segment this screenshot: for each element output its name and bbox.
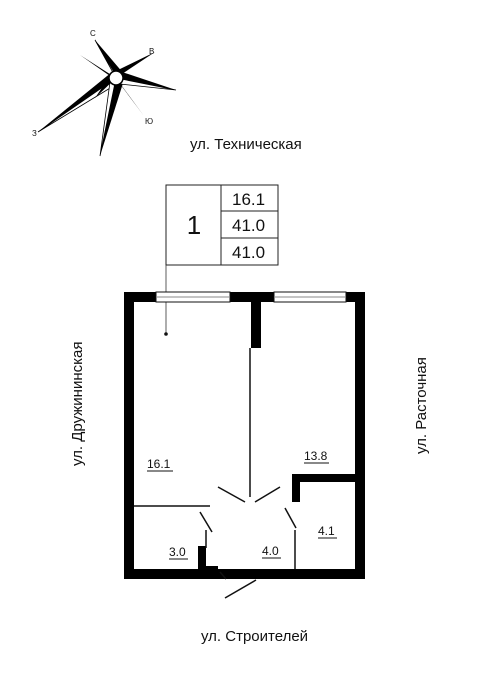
room-area-living-2: 13.8 (304, 449, 328, 463)
table-leader-dot (164, 332, 168, 336)
street-label-bottom: ул. Строителей (201, 628, 308, 645)
walls (124, 292, 365, 579)
table-value-living-area: 16.1 (232, 190, 265, 209)
door-bath-leaf (284, 507, 297, 529)
wall-top-middle-pier (230, 292, 274, 302)
compass-ray-east-light (115, 77, 177, 91)
doors (199, 486, 297, 599)
wall-bath-left (292, 474, 300, 502)
windows (155, 291, 347, 303)
compass-label-west: З (32, 129, 37, 138)
street-label-top: ул. Техническая (190, 136, 302, 153)
compass-ray-nw (80, 55, 116, 78)
door-wc-leaf (199, 511, 213, 533)
wall-bath-top (292, 474, 358, 482)
apartment-number: 1 (187, 210, 201, 240)
door-left-room-leaf (217, 486, 246, 503)
compass-ray-south (100, 78, 124, 156)
compass-ray-ne (116, 52, 155, 78)
compass-ray-east (116, 72, 176, 90)
wall-partition-stub (251, 302, 261, 348)
partitions (134, 348, 296, 569)
room-area-wc: 3.0 (169, 545, 186, 559)
wall-wc-corner (206, 566, 218, 574)
compass-label-east: В (149, 47, 154, 56)
room-area-labels: 16.1 13.8 3.0 4.0 4.1 (147, 449, 337, 560)
compass-ray-north (95, 40, 124, 78)
table-value-total-area: 41.0 (232, 216, 265, 235)
wall-left (124, 292, 134, 579)
room-area-living-1: 16.1 (147, 457, 171, 471)
street-label-left: ул. Дружининская (69, 342, 86, 466)
door-right-room-leaf (254, 486, 281, 503)
door-entrance-jamb (219, 571, 227, 580)
table-value-area-with-balcony: 41.0 (232, 243, 265, 262)
apartment-info-table: 1 16.1 41.0 41.0 (164, 184, 279, 336)
compass-rose: С В Ю З (32, 29, 177, 157)
compass-ray-se (116, 78, 144, 116)
room-area-bath: 4.1 (318, 524, 335, 538)
wall-wc-right (198, 546, 206, 571)
compass-label-north: С (90, 29, 96, 38)
room-area-hall: 4.0 (262, 544, 279, 558)
compass-label-south: Ю (145, 117, 153, 126)
street-label-right: ул. Расточная (413, 357, 430, 454)
wall-right (355, 292, 365, 579)
compass-ray-west (38, 72, 116, 132)
door-entrance-leaf (224, 579, 257, 599)
wall-bottom (124, 569, 365, 579)
wall-top-left-pier (124, 292, 156, 302)
table-frame (165, 184, 279, 266)
compass-center (108, 70, 124, 86)
wall-top-right-pier (346, 292, 365, 302)
